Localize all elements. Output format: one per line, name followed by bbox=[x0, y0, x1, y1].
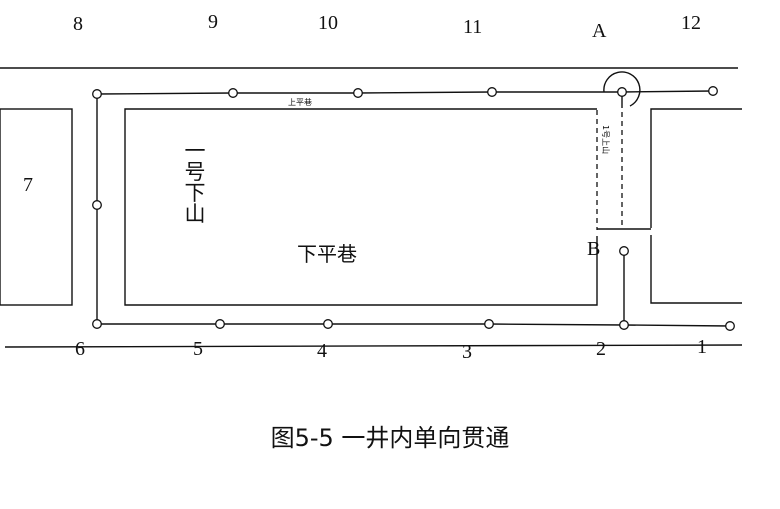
bottom-number-1: 1 bbox=[697, 336, 707, 358]
top-number-11: 11 bbox=[463, 16, 482, 38]
survey-station-point bbox=[708, 86, 718, 96]
uphill-label: 1号上山 bbox=[601, 125, 611, 154]
bottom-number-4: 4 bbox=[317, 340, 327, 362]
survey-stations bbox=[92, 86, 735, 331]
upper-roadway-label: 上平巷 bbox=[288, 98, 312, 107]
survey-station-point bbox=[619, 246, 629, 256]
lower-roadway-label: 下平巷 bbox=[297, 242, 357, 266]
survey-station-point bbox=[92, 89, 102, 99]
survey-station-point bbox=[92, 319, 102, 329]
downhill-label-char: 下 bbox=[185, 181, 206, 205]
downhill-label-char: 一 bbox=[185, 139, 206, 163]
point-a-arc bbox=[603, 71, 641, 107]
survey-station-point bbox=[617, 87, 627, 97]
bottom-boundary-line bbox=[4, 344, 743, 348]
lower-traverse-line bbox=[97, 323, 731, 327]
figure-caption: 图5-5 一井内单向贯通 bbox=[271, 424, 510, 452]
point-label-a: A bbox=[592, 20, 607, 42]
survey-station-point bbox=[228, 88, 238, 98]
top-number-12: 12 bbox=[681, 12, 701, 34]
bottom-number-5: 5 bbox=[193, 338, 203, 360]
survey-station-point bbox=[215, 319, 225, 329]
survey-station-point bbox=[353, 88, 363, 98]
top-number-9: 9 bbox=[208, 11, 218, 33]
survey-station-point bbox=[619, 320, 629, 330]
bottom-number-2: 2 bbox=[596, 338, 606, 360]
top-number-8: 8 bbox=[73, 13, 83, 35]
point-label-b: B bbox=[587, 238, 600, 260]
downhill-label-char: 山 bbox=[185, 202, 206, 226]
survey-station-point bbox=[323, 319, 333, 329]
survey-station-point bbox=[725, 321, 735, 331]
bottom-number-6: 6 bbox=[75, 338, 85, 360]
bottom-number-3: 3 bbox=[462, 341, 472, 363]
left-block-outline bbox=[0, 108, 73, 306]
right-lower-block-outline bbox=[650, 235, 742, 304]
survey-station-point bbox=[484, 319, 494, 329]
survey-station-point bbox=[92, 200, 102, 210]
downhill-label-char: 号 bbox=[185, 160, 206, 184]
central-pillar-outline bbox=[124, 108, 598, 306]
top-number-10: 10 bbox=[318, 12, 338, 34]
right-upper-block-outline bbox=[650, 108, 742, 228]
survey-station-point bbox=[487, 87, 497, 97]
upper-traverse-line bbox=[96, 90, 714, 95]
downhill-label: 一号下山 bbox=[185, 139, 206, 226]
block-number-7: 7 bbox=[23, 174, 33, 196]
